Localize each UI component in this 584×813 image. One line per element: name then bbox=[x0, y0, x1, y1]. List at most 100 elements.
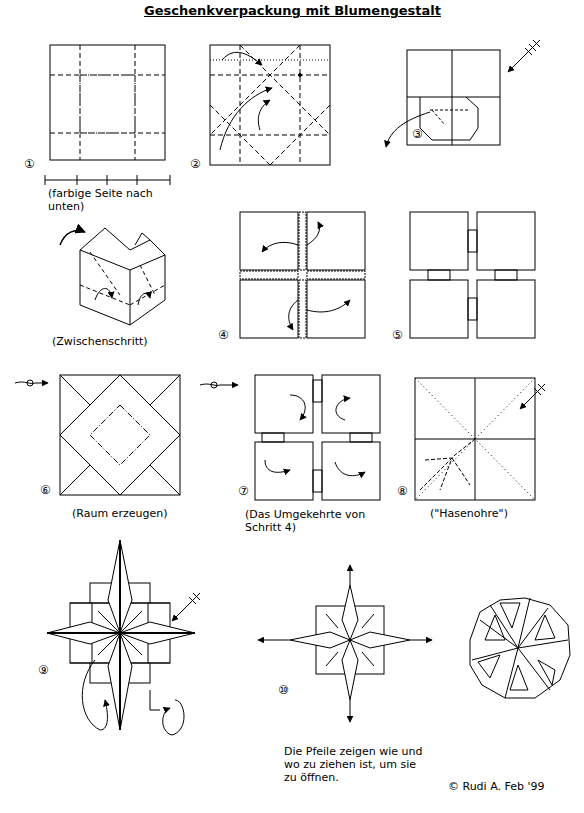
step-8-square bbox=[415, 378, 545, 500]
step-5-squares-part bbox=[495, 270, 517, 280]
step-3-fold bbox=[386, 40, 540, 147]
step-2-square-part bbox=[210, 60, 330, 61]
ruler-part bbox=[77, 175, 78, 185]
step-9-star-part bbox=[98, 611, 142, 655]
step-7-squares-part bbox=[322, 375, 380, 433]
ruler-part bbox=[137, 175, 138, 185]
step-5-squares-part bbox=[477, 212, 535, 270]
step-1-square-part bbox=[80, 75, 135, 133]
intermediate-box-part-part bbox=[130, 285, 165, 305]
step-8-square-part bbox=[520, 384, 545, 409]
step-7-squares-part bbox=[290, 395, 305, 420]
ruler-part bbox=[170, 175, 171, 185]
step-5-squares-part bbox=[468, 298, 477, 320]
step-7-squares-part bbox=[211, 382, 217, 388]
step-7-squares-part bbox=[313, 470, 322, 492]
step-6-square-part bbox=[15, 382, 48, 383]
step-6-square-part bbox=[150, 465, 180, 495]
step-7-squares-part bbox=[322, 442, 380, 500]
step-9-star-part bbox=[193, 593, 200, 600]
ruler-part bbox=[45, 175, 46, 185]
step-4-squares-part bbox=[307, 280, 365, 338]
step-7-squares-part bbox=[255, 375, 313, 433]
step-7-squares-part bbox=[265, 460, 290, 472]
step-2-square-part-part bbox=[210, 45, 300, 135]
step-7-squares-part bbox=[262, 433, 284, 442]
step-2-square-part-part bbox=[270, 105, 330, 165]
step-10-star bbox=[258, 565, 432, 722]
step-4-squares-part bbox=[307, 300, 350, 312]
step-9-star-part bbox=[172, 593, 200, 621]
step-6-square-part bbox=[60, 375, 90, 405]
note: (farbige Seite nach unten) bbox=[48, 187, 170, 213]
step-1-square-part bbox=[50, 45, 165, 160]
step-8-square-part bbox=[415, 378, 535, 500]
step-2-square-part-part bbox=[210, 105, 270, 165]
step-number: ③ bbox=[412, 127, 423, 141]
ruler bbox=[45, 175, 170, 185]
intermediate-box-part bbox=[80, 228, 165, 325]
step-8-square-part-part bbox=[415, 378, 535, 500]
step-number: ⑦ bbox=[238, 484, 249, 498]
step-4-squares-part bbox=[299, 280, 306, 338]
step-9-star bbox=[47, 540, 200, 735]
step-6-square-part bbox=[60, 375, 180, 495]
step-10-star-part bbox=[290, 632, 350, 648]
step-8-square-part bbox=[425, 458, 452, 490]
step-5-squares-part bbox=[477, 280, 535, 338]
intermediate-box-part-part bbox=[140, 265, 155, 295]
step-2-square-part bbox=[210, 45, 330, 165]
step-1-square bbox=[50, 45, 165, 160]
step-3-fold-part bbox=[407, 50, 500, 145]
step-4-squares-part bbox=[240, 271, 298, 279]
step-2-square-part bbox=[220, 88, 272, 150]
step-7-squares-part bbox=[350, 433, 372, 442]
step-3-fold-part bbox=[525, 48, 532, 55]
step-7-squares-part bbox=[336, 398, 350, 420]
finished-flower-part bbox=[472, 598, 568, 698]
intermediate-box-part bbox=[95, 288, 112, 300]
step-1-square-part bbox=[80, 75, 135, 133]
step-number: ① bbox=[24, 157, 35, 171]
ruler-part bbox=[107, 175, 108, 185]
step-2-square-part bbox=[222, 52, 262, 65]
step-10-star-part bbox=[342, 585, 358, 640]
step-4-squares-part bbox=[307, 271, 365, 279]
step-number: ② bbox=[190, 157, 201, 171]
step-10-star-part bbox=[342, 640, 358, 700]
step-10-star-part bbox=[350, 632, 410, 648]
step-3-fold-part bbox=[508, 40, 540, 72]
step-1-square-part bbox=[50, 45, 165, 160]
step-8-square-part bbox=[538, 384, 545, 391]
intermediate-box-part bbox=[60, 231, 85, 245]
intermediate-box-part bbox=[135, 233, 150, 245]
step-10-star-part bbox=[326, 614, 374, 666]
intermediate-box-part bbox=[80, 250, 130, 270]
step-9-star-part bbox=[98, 611, 142, 655]
step-6-square bbox=[15, 375, 180, 495]
finished-flower-part bbox=[478, 615, 555, 690]
step-10-star-part bbox=[258, 640, 290, 641]
step-6-square-part bbox=[60, 375, 180, 495]
step-4-squares-part bbox=[307, 222, 320, 245]
step-4-squares-part bbox=[299, 212, 306, 270]
note: (Raum erzeugen) bbox=[72, 507, 202, 520]
step-7-squares bbox=[200, 375, 380, 500]
step-number: ⑤ bbox=[392, 328, 403, 342]
step-3-fold-part bbox=[432, 110, 445, 125]
intermediate-box-part-part bbox=[80, 285, 130, 305]
step-3-fold-part bbox=[386, 112, 430, 147]
step-9-star-part bbox=[150, 690, 160, 710]
step-10-star-part bbox=[350, 700, 351, 722]
step-5-squares-part bbox=[468, 230, 477, 252]
step-7-squares-part bbox=[313, 380, 322, 402]
step-3-fold-part bbox=[407, 97, 500, 98]
step-7-squares-part bbox=[335, 462, 365, 476]
step-9-star-part bbox=[163, 700, 184, 735]
step-3-fold-part bbox=[430, 110, 470, 111]
step-8-square-part bbox=[420, 439, 475, 490]
step-4-squares-part bbox=[289, 300, 298, 330]
step-10-star-part bbox=[350, 565, 351, 585]
